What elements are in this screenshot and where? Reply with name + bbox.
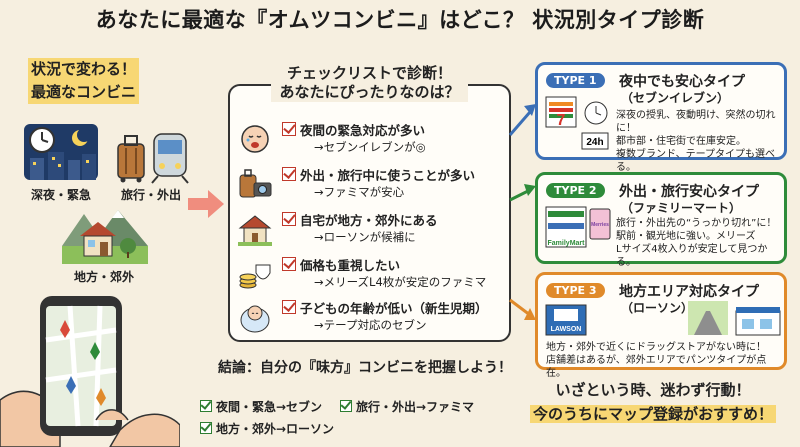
svg-text:7: 7	[557, 112, 566, 129]
checklist-heading: チェックリストで診断！ あなたにぴったりなのは？	[228, 64, 511, 102]
checkbox-icon	[340, 400, 352, 412]
checklist-panel: 夜間の緊急対応が多い →セブンイレブンが◎ 外出・旅行中に使うことが多い →ファ…	[228, 84, 511, 342]
countryside-house-icon	[62, 210, 148, 264]
final-message: いざという時、迷わず行動！ 今のうちにマップ登録がおすすめ！	[508, 378, 798, 426]
checklist-sub: →テープ対応のセブン	[314, 318, 427, 332]
checkbox-icon	[200, 422, 212, 434]
svg-text:FamilyMart: FamilyMart	[548, 240, 586, 247]
familymart-store-icon: FamilyMart Merries	[545, 206, 611, 248]
lawson-logo-icon: LAWSON	[545, 304, 587, 336]
checkbox-icon[interactable]	[282, 167, 296, 181]
svg-text:24h: 24h	[586, 137, 603, 148]
type-card-1[interactable]: TYPE 1 夜中でも安心タイプ （セブンイレブン） 7 24h 深夜の授乳、夜…	[535, 62, 787, 173]
scene-label-travel: 旅行・外出	[120, 188, 181, 202]
checklist-main: 自宅が地方・郊外にある	[300, 213, 438, 228]
type-store: （ローソン）	[621, 301, 694, 315]
house-icon	[238, 215, 272, 246]
type-store: （セブンイレブン）	[621, 91, 730, 105]
newborn-icon	[240, 305, 270, 333]
checklist-main: 子どもの年齢が低い（新生児期）	[300, 301, 488, 316]
svg-text:LAWSON: LAWSON	[551, 326, 582, 333]
checklist-main: 夜間の緊急対応が多い	[300, 123, 426, 138]
type-card-2[interactable]: TYPE 2 外出・旅行安心タイプ （ファミリーマート） FamilyMart …	[535, 172, 787, 268]
phone-map-icon	[0, 296, 180, 447]
checklist-sub: →ローソンが候補に	[314, 230, 416, 244]
conclusion-item-label: 夜間・緊急→セブン	[216, 400, 323, 414]
conclusion-heading: 結論：自分の『味方』コンビニを把握しよう！	[218, 360, 512, 376]
rural-road-store-icon	[688, 301, 781, 336]
type-desc: 深夜の授乳、夜動明け、突然の切れに！ 都市部・住宅街で在庫安定。 複数ブランド、…	[616, 109, 784, 174]
svg-text:Merries: Merries	[591, 222, 609, 228]
checkbox-icon[interactable]	[282, 257, 296, 271]
scene-label-rural: 地方・郊外	[73, 270, 134, 284]
left-heading-line1: 状況で変わる！	[28, 58, 140, 81]
checklist-sub: →セブンイレブンが◎	[314, 140, 426, 154]
checklist-main: 外出・旅行中に使うことが多い	[300, 168, 476, 183]
conclusion-item: 旅行・外出→ファミマ	[340, 398, 474, 415]
checklist-heading-line2: あなたにぴったりなのは？	[271, 83, 468, 102]
checkbox-icon[interactable]	[282, 300, 296, 314]
type-desc: 地方・郊外で近くにドラッグストアがない時に！ 店舗差はあるが、郊外エリアでパンツ…	[546, 341, 784, 380]
type-desc-line: 複数ブランド、テープタイプも選べる。	[616, 149, 775, 173]
scene-label-night: 深夜・緊急	[30, 188, 91, 202]
type-arrows-icon	[508, 104, 536, 320]
type-badge: TYPE 2	[546, 183, 605, 198]
left-heading: 状況で変わる！ 最適なコンビニ	[28, 58, 178, 104]
luggage-camera-icon	[239, 169, 272, 198]
type-name: 外出・旅行安心タイプ	[619, 184, 759, 200]
conclusion-item: 地方・郊外→ローソン	[200, 420, 334, 437]
arrow-to-checklist-icon	[188, 190, 224, 218]
coins-diaper-icon	[239, 264, 271, 289]
checkbox-icon	[200, 400, 212, 412]
type-badge: TYPE 3	[546, 283, 605, 298]
type-store: （ファミリーマート）	[621, 201, 742, 215]
conclusion-item: 夜間・緊急→セブン	[200, 398, 322, 415]
seven-eleven-store-icon: 7 24h	[545, 96, 609, 150]
page-title: あなたに最適な『オムツコンビニ』はどこ？ 状況別タイプ診断	[95, 8, 705, 32]
left-heading-line2: 最適なコンビニ	[28, 81, 140, 104]
type-desc-line: Lサイズ4枚入りが安定して見つかる。	[616, 244, 768, 268]
checklist-heading-line1: チェックリストで診断！	[278, 64, 460, 83]
type-desc-line: 旅行・外出先の“うっかり切れ”に！	[616, 218, 777, 229]
checklist-item[interactable]: 自宅が地方・郊外にある →ローソンが候補に	[238, 210, 506, 250]
checkbox-icon[interactable]	[282, 122, 296, 136]
checklist-sub: →メリーズL4枚が安定のファミマ	[314, 275, 487, 289]
type-desc: 旅行・外出先の“うっかり切れ”に！ 駅前・観光地に強い。メリーズ Lサイズ4枚入…	[616, 217, 784, 269]
type-name: 夜中でも安心タイプ	[619, 74, 745, 90]
checklist-item[interactable]: 子どもの年齢が低い（新生児期） →テープ対応のセブン	[238, 298, 506, 338]
checklist-item[interactable]: 外出・旅行中に使うことが多い →ファミマが安心	[238, 165, 506, 205]
conclusion-item-label: 旅行・外出→ファミマ	[356, 400, 475, 414]
checklist-item[interactable]: 価格も重視したい →メリーズL4枚が安定のファミマ	[238, 255, 506, 295]
type-name: 地方エリア対応タイプ	[619, 284, 759, 300]
checklist-main: 価格も重視したい	[300, 258, 401, 273]
type-desc-line: 駅前・観光地に強い。メリーズ	[616, 231, 756, 242]
type-badge: TYPE 1	[546, 73, 605, 88]
conclusion-item-label: 地方・郊外→ローソン	[216, 422, 335, 436]
suitcase-train-icon	[117, 133, 189, 184]
night-city-icon	[24, 124, 98, 180]
final-line1: いざという時、迷わず行動！	[555, 381, 751, 399]
type-desc-line: 地方・郊外で近くにドラッグストアがない時に！	[546, 342, 766, 353]
checklist-item[interactable]: 夜間の緊急対応が多い →セブンイレブンが◎	[238, 120, 506, 160]
checklist-sub: →ファミマが安心	[314, 185, 405, 199]
final-line2: 今のうちにマップ登録がおすすめ！	[529, 405, 776, 423]
type-desc-line: 店舗差はあるが、郊外エリアでパンツタイプが点在。	[546, 355, 767, 379]
crying-baby-icon	[241, 125, 269, 153]
type-desc-line: 深夜の授乳、夜動明け、突然の切れに！	[616, 110, 776, 134]
checkbox-icon[interactable]	[282, 212, 296, 226]
type-desc-line: 都市部・住宅街で在庫安定。	[616, 136, 746, 147]
type-card-3[interactable]: TYPE 3 地方エリア対応タイプ （ローソン） LAWSON 地方・郊外で近く…	[535, 272, 787, 379]
